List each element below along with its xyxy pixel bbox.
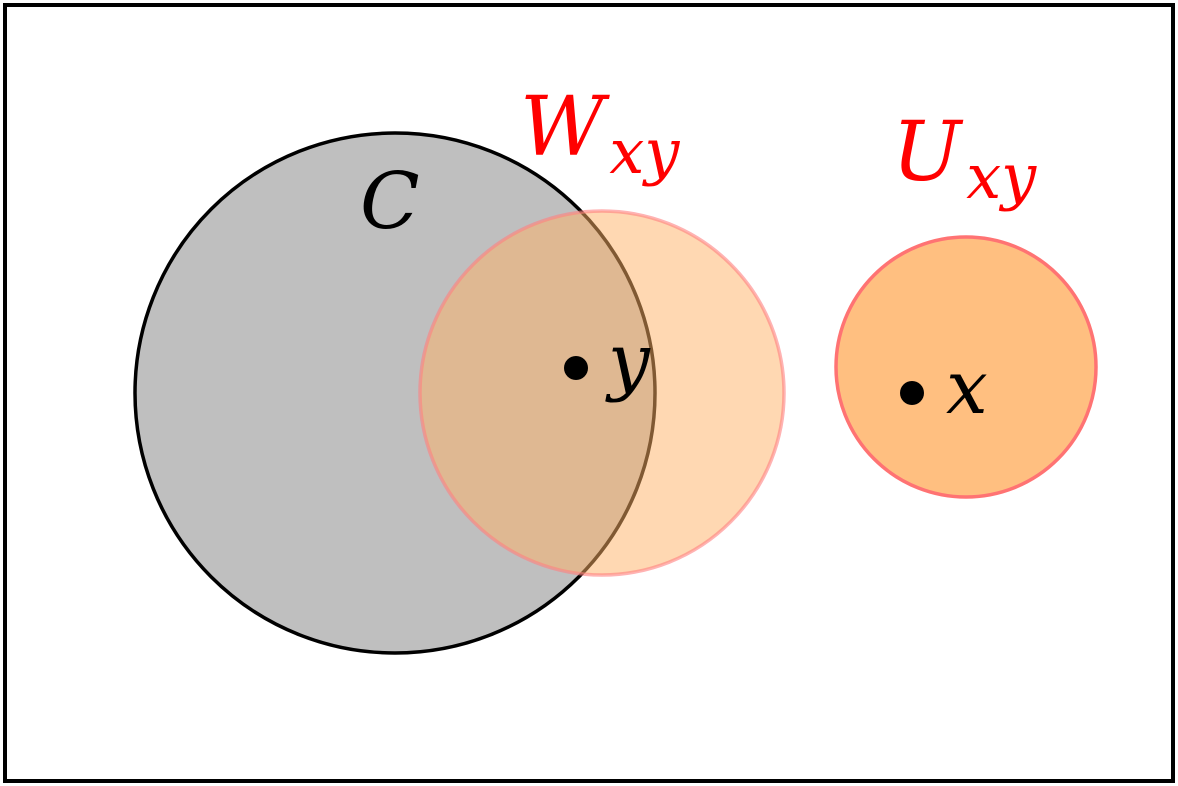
set-u-circle — [834, 235, 1098, 499]
point-x-dot — [900, 381, 924, 405]
set-w-label: W xy — [520, 80, 680, 188]
set-w-label-sub: xy — [609, 115, 680, 188]
set-u-label-sub: xy — [966, 140, 1037, 213]
point-y-label: y — [605, 318, 651, 404]
set-u-label: U xy — [892, 105, 1037, 213]
point-x-label: x — [946, 345, 988, 431]
point-y-dot — [564, 356, 588, 380]
set-c-label: C — [360, 157, 420, 247]
set-u-label-main: U — [892, 105, 964, 200]
set-w-circle — [418, 209, 786, 577]
set-w-label-main: W — [520, 80, 610, 175]
